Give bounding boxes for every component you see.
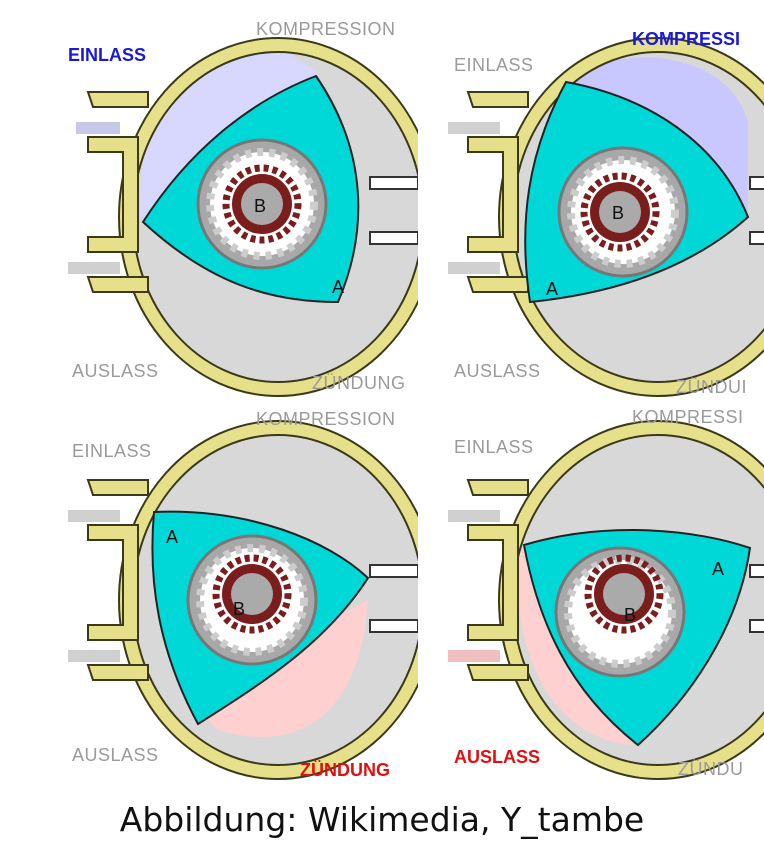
rotor-label-a: A <box>166 528 178 546</box>
diagram-panel-compression: EINLASS KOMPRESSI AUSLASS ZÜNDUI A B <box>448 12 764 397</box>
label-kompression: KOMPRESSION <box>256 410 396 428</box>
diagram-panel-exhaust: EINLASS KOMPRESSI AUSLASS ZÜNDU A B <box>448 400 764 785</box>
label-einlass: EINLASS <box>68 46 146 64</box>
rotor-label-a: A <box>332 278 344 296</box>
label-kompression: KOMPRESSION <box>256 20 396 38</box>
label-auslass: AUSLASS <box>454 748 540 766</box>
rotor-label-b: B <box>612 204 624 222</box>
label-auslass: AUSLASS <box>72 746 159 764</box>
label-zuendung: ZÜNDU <box>678 760 744 778</box>
diagram-panel-ignition: EINLASS KOMPRESSION AUSLASS ZÜNDUNG A B <box>68 400 418 785</box>
rotary-engine-exhaust-svg <box>448 400 764 785</box>
rotary-engine-intake-svg <box>68 12 418 397</box>
label-einlass: EINLASS <box>454 56 534 74</box>
rotor-label-b: B <box>254 197 266 215</box>
rotor-label-a: A <box>712 560 724 578</box>
label-kompression: KOMPRESSI <box>632 30 740 48</box>
label-zuendung: ZÜNDUI <box>676 378 747 396</box>
label-einlass: EINLASS <box>72 442 152 460</box>
rotor-label-a: A <box>546 280 558 298</box>
label-auslass: AUSLASS <box>72 362 159 380</box>
label-auslass: AUSLASS <box>454 362 541 380</box>
figure-caption: Abbildung: Wikimedia, Y_tambe <box>0 800 764 839</box>
diagram-panel-intake: EINLASS KOMPRESSION AUSLASS ZÜNDUNG A B <box>68 12 418 397</box>
label-kompression: KOMPRESSI <box>632 408 744 426</box>
rotor-label-b: B <box>233 600 245 618</box>
rotor-label-b: B <box>624 606 636 624</box>
label-zuendung: ZÜNDUNG <box>300 761 390 779</box>
label-zuendung: ZÜNDUNG <box>312 374 406 392</box>
label-einlass: EINLASS <box>454 438 534 456</box>
